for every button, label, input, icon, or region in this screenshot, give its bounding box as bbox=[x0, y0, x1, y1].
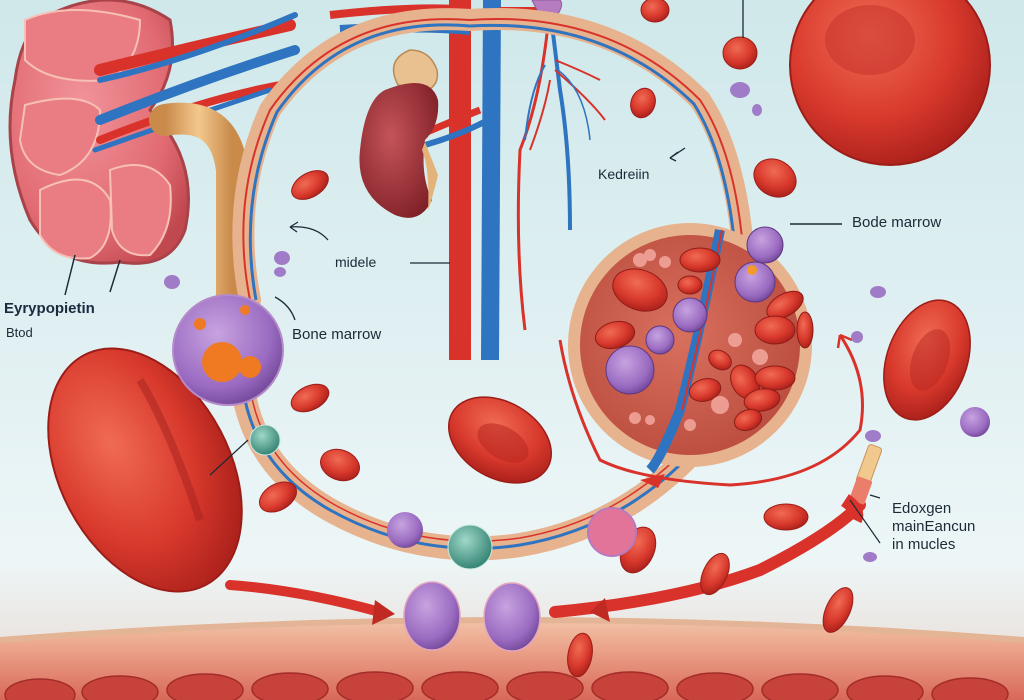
label-kedrein: Kedreiin bbox=[598, 166, 650, 182]
leader-line-teal-cell bbox=[209, 439, 249, 476]
red-blood-cell-right bbox=[883, 299, 971, 421]
leader-arrows bbox=[274, 0, 744, 321]
loop-cells bbox=[249, 424, 637, 652]
red-blood-cell-center bbox=[447, 396, 553, 484]
ureter bbox=[149, 102, 248, 316]
purple-stem-cell bbox=[172, 294, 284, 406]
label-blood: Btod bbox=[6, 325, 33, 340]
muscle-tissue-layer bbox=[0, 617, 1024, 700]
small-red-blood-cells bbox=[259, 0, 854, 678]
erythropoietin-particles bbox=[164, 82, 990, 562]
label-bode-marrow: Bode marrow bbox=[852, 214, 942, 231]
leader-lines-oxygen bbox=[849, 494, 881, 544]
circulation-arrows bbox=[558, 333, 864, 488]
label-oxygen-maintenance-muscles: Edoxgen mainEancun in mucles bbox=[892, 500, 976, 553]
label-midele: midele bbox=[335, 254, 377, 270]
bone-marrow-cross-section bbox=[568, 223, 814, 474]
large-red-blood-cell-top bbox=[789, 0, 991, 166]
flow-arrows-bottom bbox=[225, 499, 866, 625]
label-erythropoietin: Eyrypopietin bbox=[4, 300, 95, 317]
oxygen-tube bbox=[840, 444, 883, 524]
large-red-blood-cell-left bbox=[47, 347, 243, 593]
small-kidney-with-adrenal bbox=[359, 49, 439, 218]
label-bone-marrow-left: Bone marrow bbox=[292, 326, 382, 343]
leader-lines-erythropoietin bbox=[64, 254, 121, 296]
